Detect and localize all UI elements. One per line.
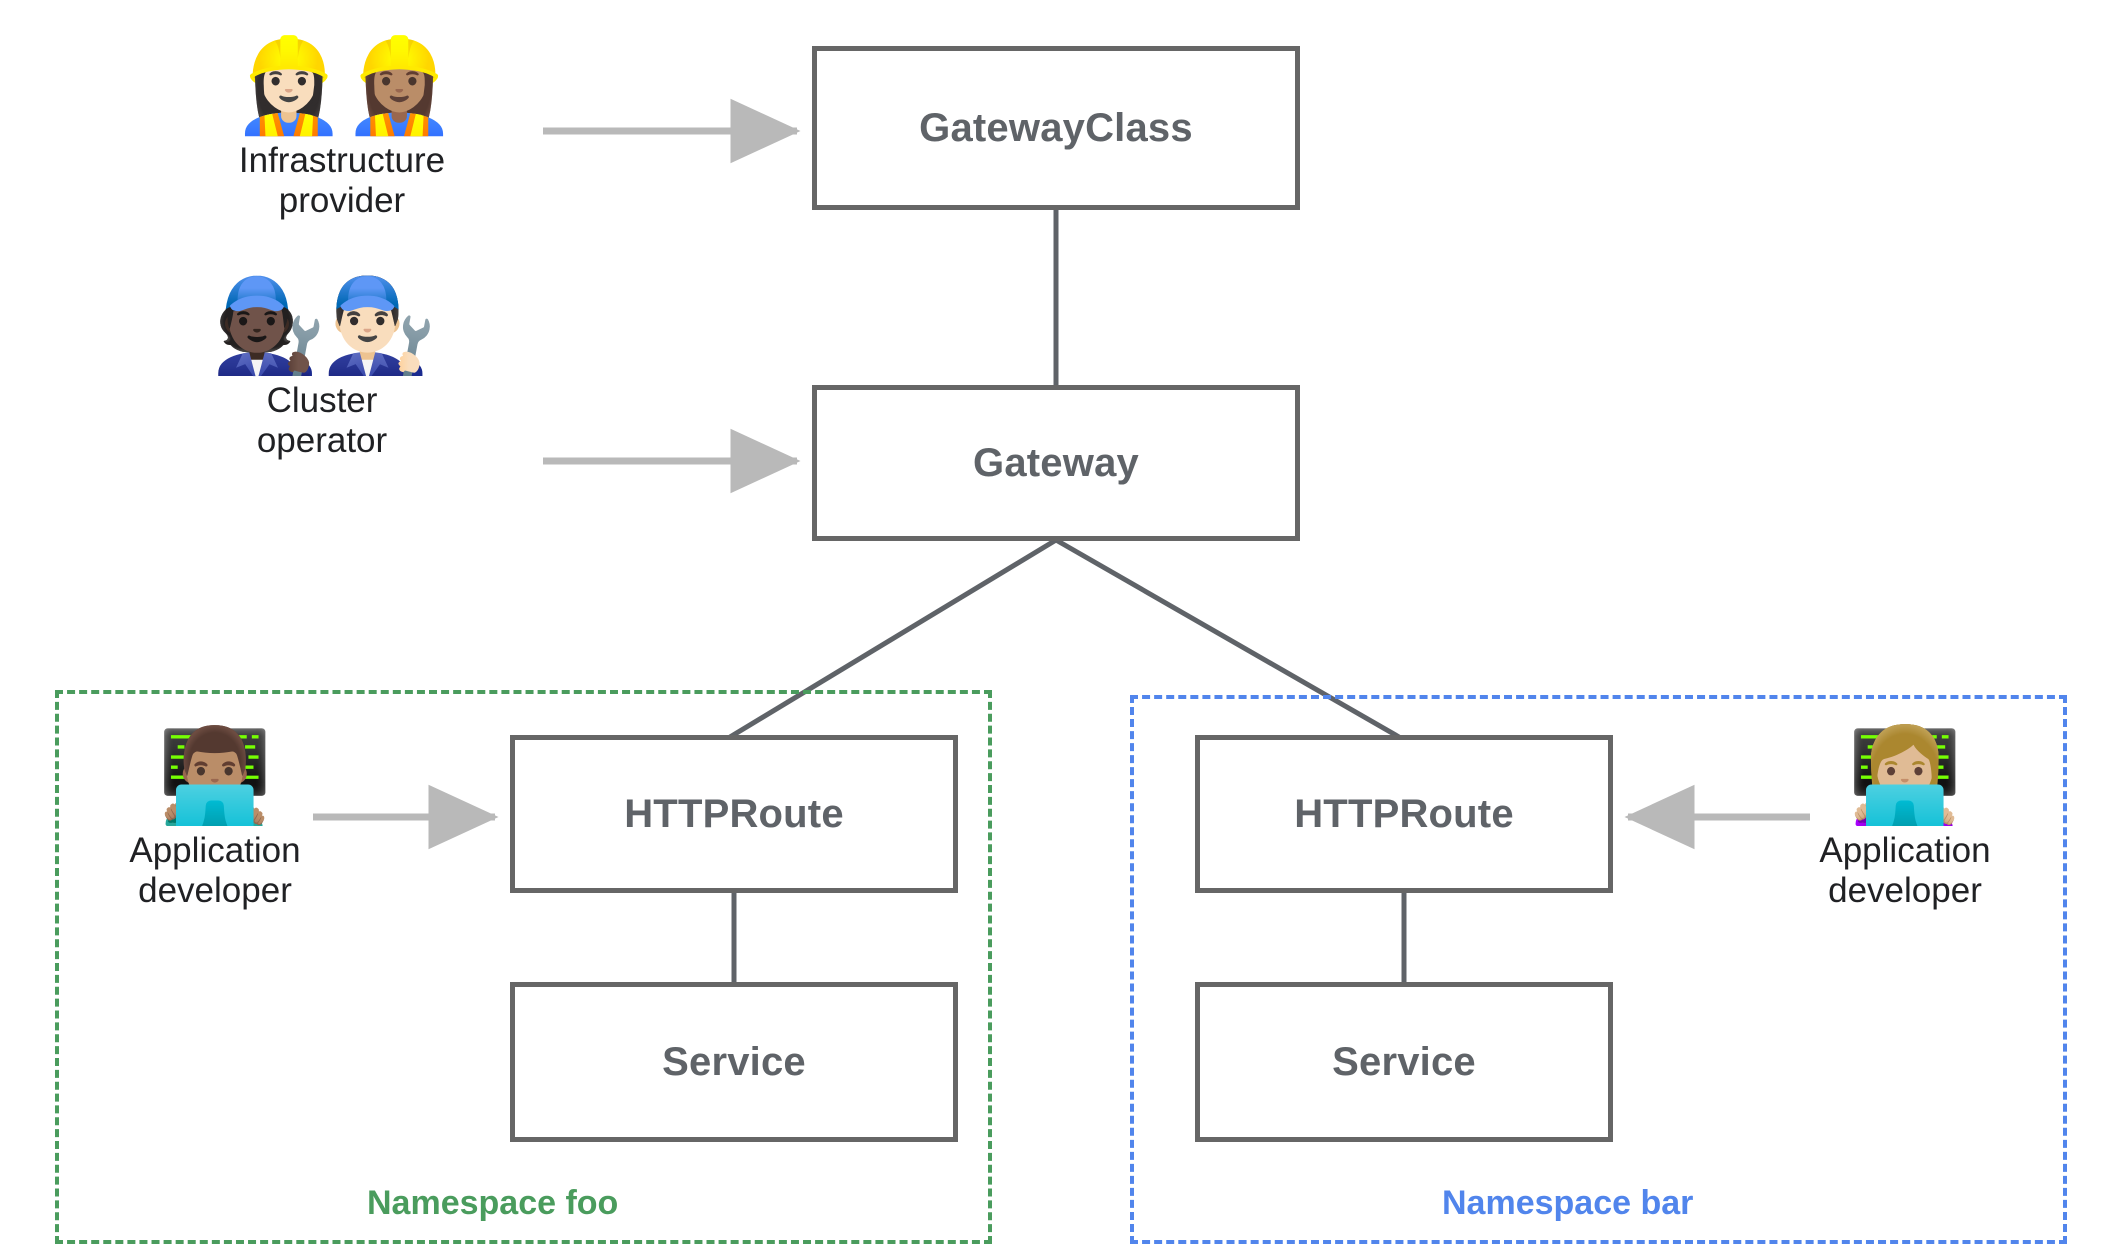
namespace-bar-container (1130, 695, 2067, 1244)
namespace-bar-label: Namespace bar (1442, 1184, 1694, 1222)
woman-technologist-icon: 👩🏼‍💻 (1847, 722, 1963, 829)
node-service-bar[interactable]: Service (1195, 982, 1613, 1142)
node-httproute-foo[interactable]: HTTPRoute (510, 735, 958, 893)
node-httproute-foo-label: HTTPRoute (624, 792, 844, 836)
woman-construction-worker-icon: 👷🏻‍♀️👷🏽‍♀️ (231, 32, 456, 139)
persona-cluster-operator-label: Cluster operator (256, 380, 388, 461)
node-gateway-label: Gateway (973, 441, 1139, 485)
node-gatewayclass[interactable]: GatewayClass (812, 46, 1300, 210)
node-gatewayclass-label: GatewayClass (919, 106, 1193, 150)
node-service-foo-label: Service (662, 1040, 806, 1084)
node-service-foo[interactable]: Service (510, 982, 958, 1142)
namespace-foo-label: Namespace foo (367, 1184, 619, 1222)
node-gateway[interactable]: Gateway (812, 385, 1300, 541)
persona-application-developer-foo: 👨🏽‍💻 Application developer (100, 722, 330, 912)
node-httproute-bar[interactable]: HTTPRoute (1195, 735, 1613, 893)
persona-cluster-operator: 🧑🏿‍🔧👨🏻‍🔧 Cluster operator (192, 272, 452, 462)
persona-application-developer-bar-label: Application developer (1819, 830, 1991, 911)
namespace-foo-container (55, 690, 992, 1244)
node-httproute-bar-label: HTTPRoute (1294, 792, 1514, 836)
persona-infrastructure-provider-label: Infrastructure provider (238, 140, 446, 221)
persona-infrastructure-provider: 👷🏻‍♀️👷🏽‍♀️ Infrastructure provider (212, 32, 472, 222)
node-service-bar-label: Service (1332, 1040, 1476, 1084)
persona-application-developer-bar: 👩🏼‍💻 Application developer (1790, 722, 2020, 912)
mechanic-icon: 🧑🏿‍🔧👨🏻‍🔧 (211, 272, 436, 379)
man-technologist-icon: 👨🏽‍💻 (157, 722, 273, 829)
persona-application-developer-foo-label: Application developer (129, 830, 301, 911)
